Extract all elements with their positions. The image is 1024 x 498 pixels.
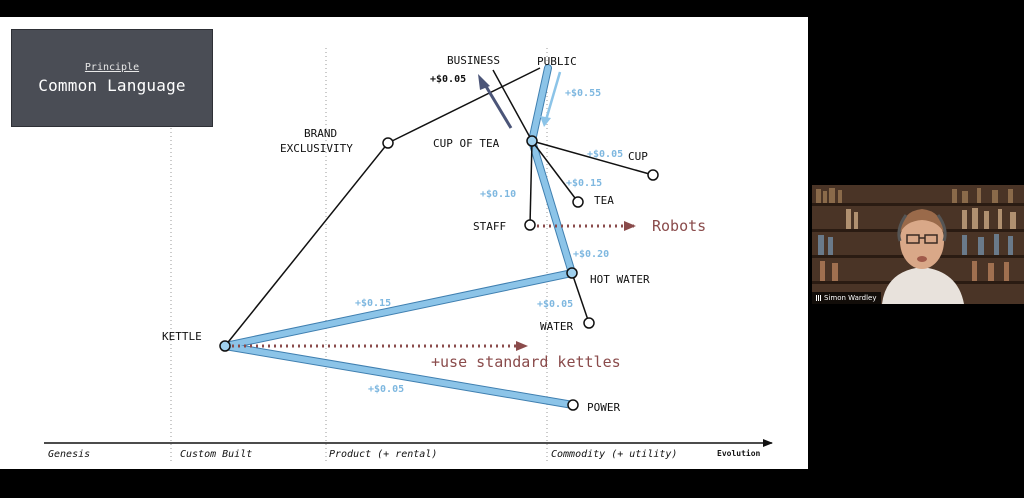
node-hot-water bbox=[566, 267, 578, 279]
label-cup: CUP bbox=[628, 150, 648, 163]
signal-icon bbox=[816, 295, 822, 301]
axis-genesis: Genesis bbox=[48, 449, 90, 460]
cost-business: +$0.05 bbox=[430, 74, 466, 85]
node-power bbox=[567, 399, 579, 411]
principle-title: Common Language bbox=[38, 76, 186, 95]
label-hot-water: HOT WATER bbox=[590, 273, 650, 286]
node-cup-of-tea bbox=[526, 135, 538, 147]
node-kettle bbox=[219, 340, 231, 352]
principle-card: Principle Common Language bbox=[11, 29, 213, 127]
public-arrow bbox=[540, 71, 562, 127]
label-kettle: KETTLE bbox=[162, 330, 202, 343]
dependency-links bbox=[224, 67, 654, 347]
nodes bbox=[219, 135, 659, 411]
participant-name: Simon Wardley bbox=[824, 294, 877, 302]
annotation-robots: Robots bbox=[652, 217, 706, 235]
label-exclusivity: EXCLUSIVITY bbox=[280, 142, 353, 155]
label-staff: STAFF bbox=[473, 220, 506, 233]
cost-cup: +$0.05 bbox=[587, 149, 623, 160]
highlighted-chain bbox=[224, 64, 578, 409]
video-frame bbox=[812, 185, 1024, 304]
business-arrow bbox=[478, 74, 513, 129]
cost-hot-water: +$0.20 bbox=[573, 249, 609, 260]
node-brand-exclusivity bbox=[382, 137, 394, 149]
axis-evolution: Evolution bbox=[717, 448, 761, 458]
annotation-kettles: +use standard kettles bbox=[431, 353, 621, 371]
label-water: WATER bbox=[540, 320, 573, 333]
participant-name-bar: Simon Wardley bbox=[812, 292, 881, 304]
label-cup-of-tea: CUP OF TEA bbox=[433, 137, 500, 150]
label-business: BUSINESS bbox=[447, 54, 500, 67]
label-public: PUBLIC bbox=[537, 55, 577, 68]
label-brand: BRAND bbox=[304, 127, 337, 140]
cost-tea: +$0.15 bbox=[566, 178, 602, 189]
participant-video[interactable]: Simon Wardley bbox=[812, 185, 1024, 304]
cost-public: +$0.55 bbox=[565, 88, 601, 99]
label-power: POWER bbox=[587, 401, 620, 414]
axis-custom-built: Custom Built bbox=[180, 449, 252, 460]
value-chain-map: BUSINESS PUBLIC BRAND EXCLUSIVITY CUP OF… bbox=[44, 48, 773, 462]
node-staff bbox=[524, 219, 536, 231]
axis-commodity: Commodity (+ utility) bbox=[551, 449, 677, 460]
axis-product: Product (+ rental) bbox=[329, 449, 437, 460]
label-tea: TEA bbox=[594, 194, 614, 207]
cost-power: +$0.05 bbox=[368, 384, 404, 395]
cost-kettle: +$0.15 bbox=[355, 298, 391, 309]
node-cup bbox=[647, 169, 659, 181]
cost-staff: +$0.10 bbox=[480, 189, 516, 200]
node-water bbox=[583, 317, 595, 329]
cost-water: +$0.05 bbox=[537, 299, 573, 310]
node-tea bbox=[572, 196, 584, 208]
principle-kicker: Principle bbox=[84, 62, 140, 73]
slide: BUSINESS PUBLIC BRAND EXCLUSIVITY CUP OF… bbox=[0, 17, 808, 469]
